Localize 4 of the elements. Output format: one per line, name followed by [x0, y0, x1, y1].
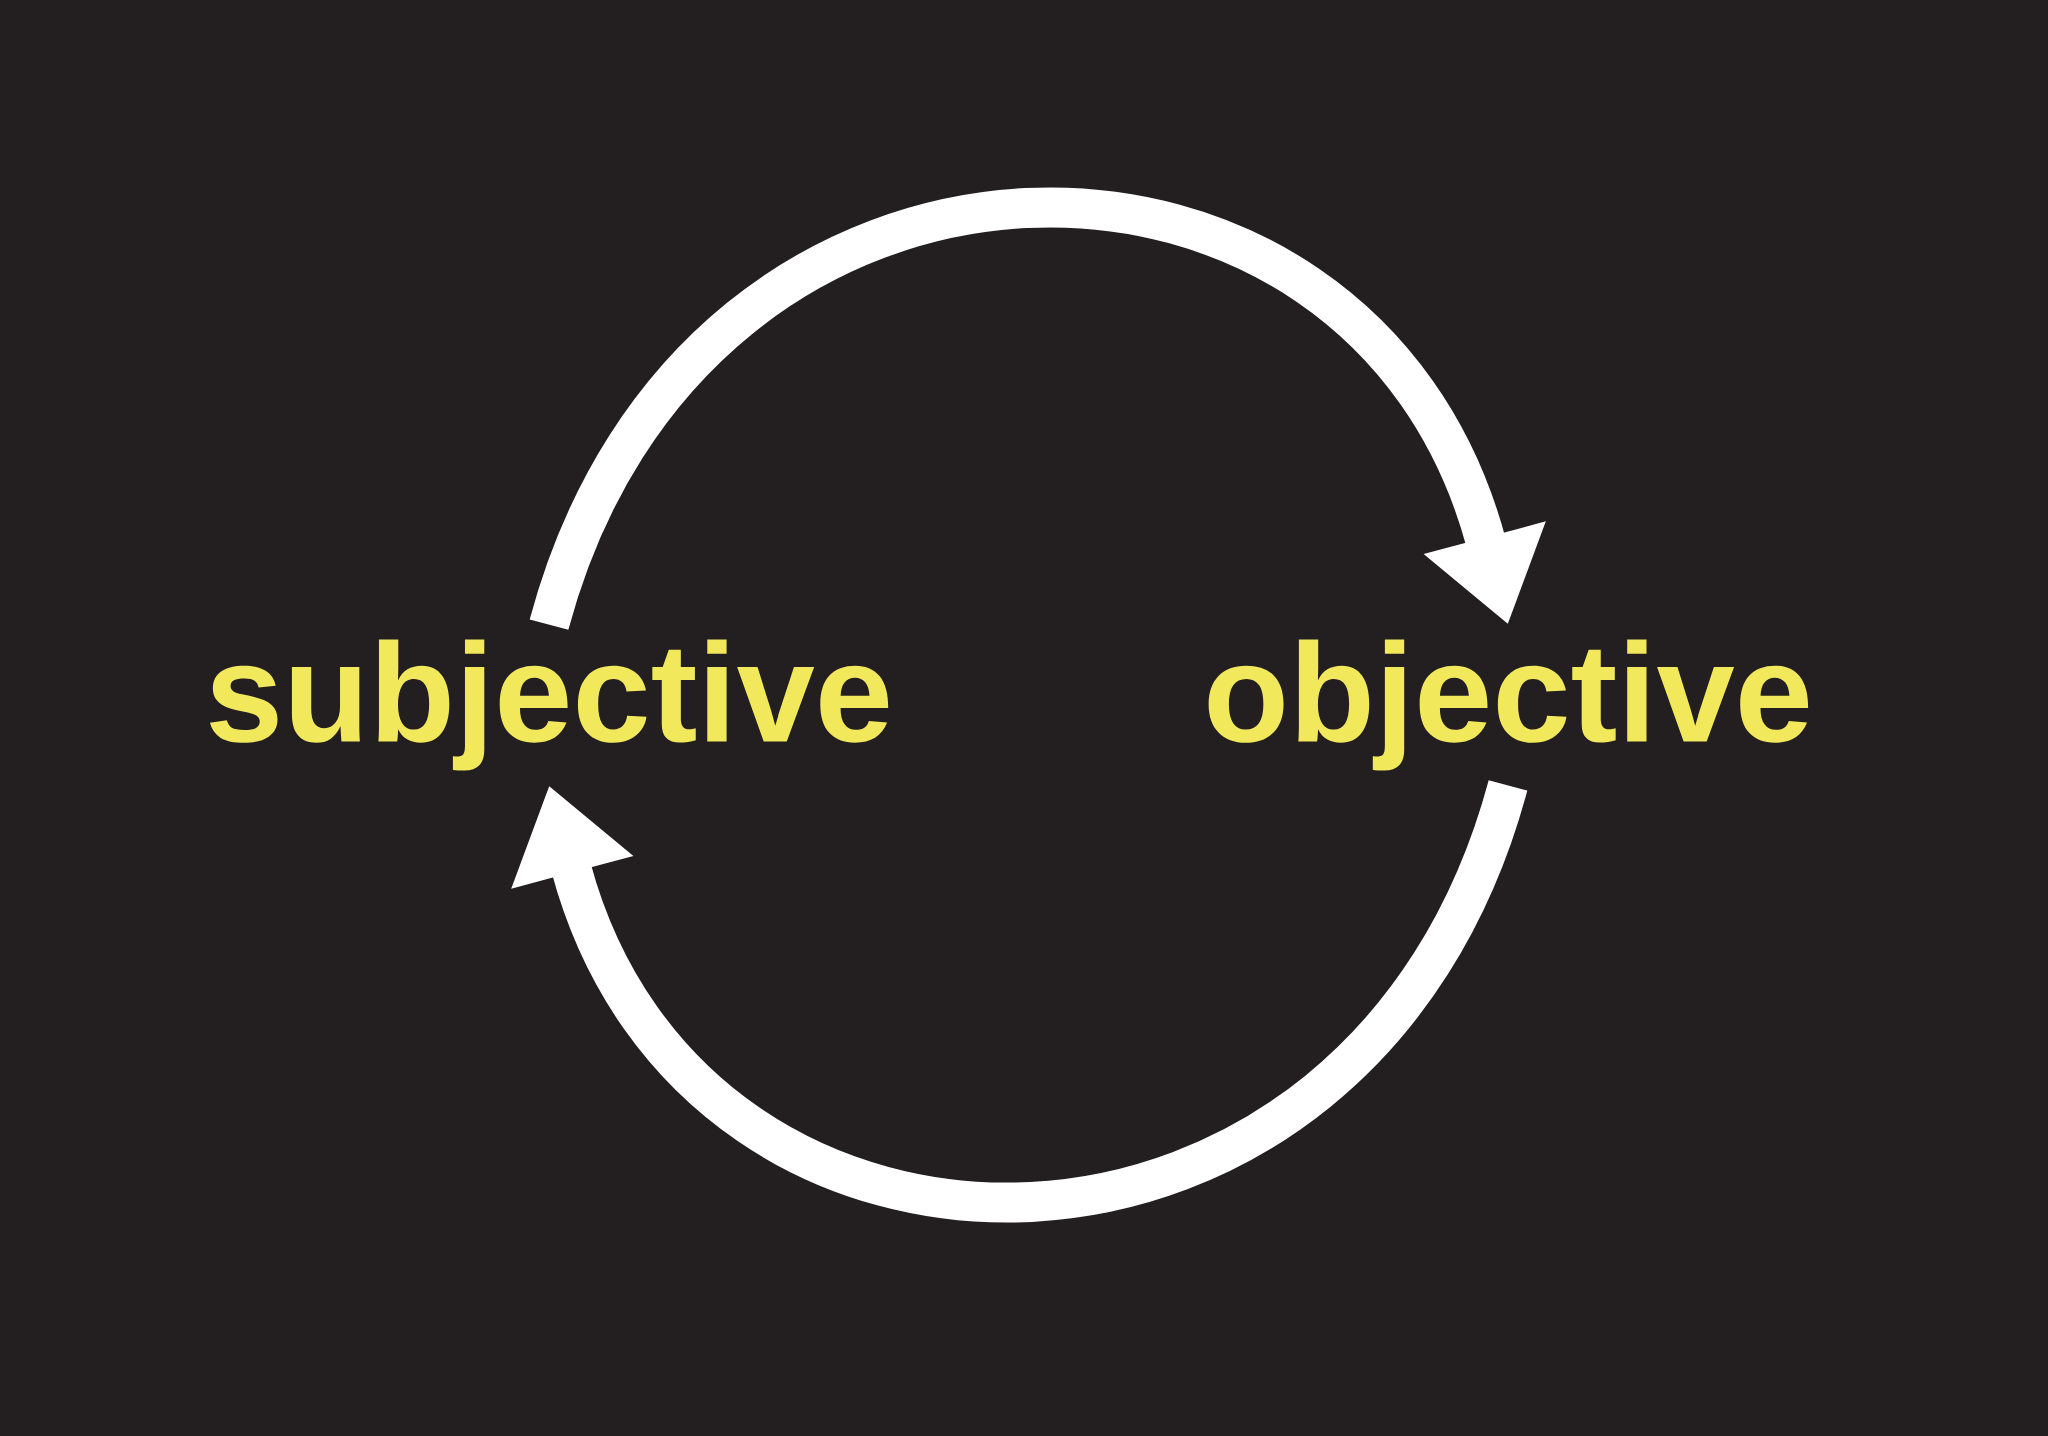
- curved-arrow: [530, 188, 1546, 632]
- word-label: objective: [1208, 639, 1809, 771]
- curved-arrow: [511, 778, 1527, 1222]
- word-label: subjective: [209, 639, 889, 771]
